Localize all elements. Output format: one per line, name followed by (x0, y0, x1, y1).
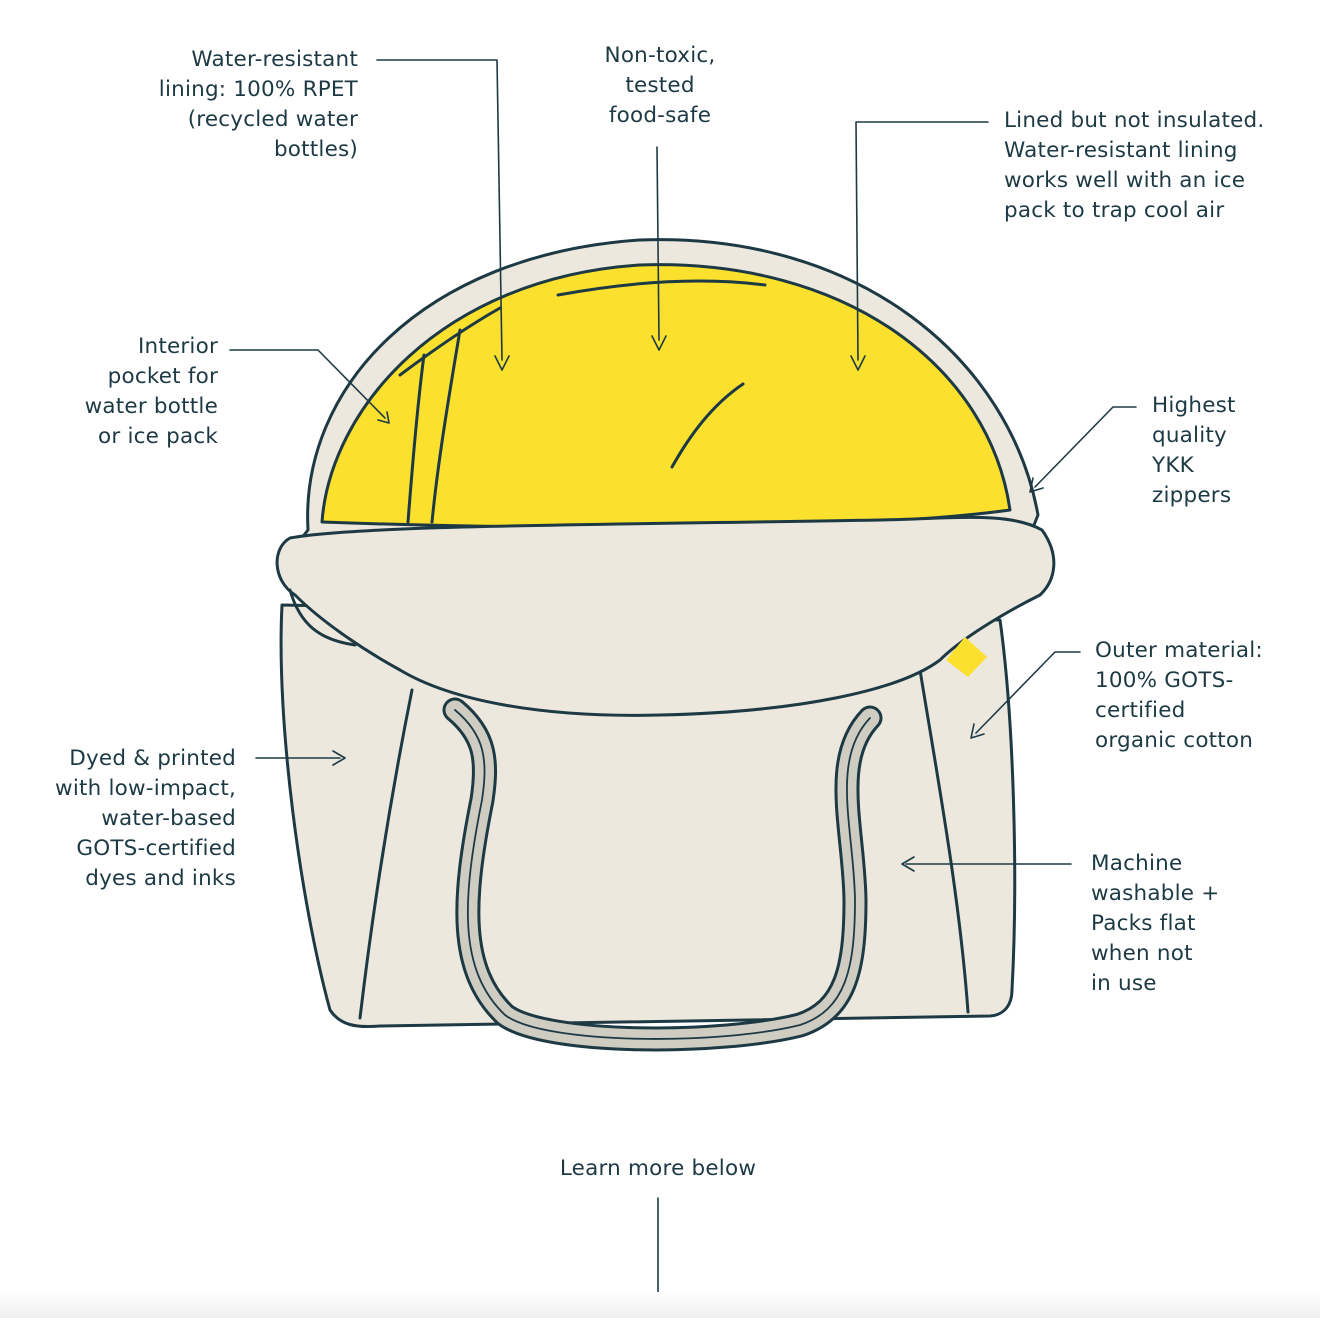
callout-food-safe: Non-toxic, tested food-safe (560, 41, 760, 131)
arrowhead (1029, 477, 1044, 493)
lining-fold-top (556, 279, 767, 297)
strap-group (442, 697, 883, 1052)
leader-lines (229, 59, 1137, 1306)
arrowhead (494, 355, 510, 371)
learn-more-text: Learn more below (559, 1156, 757, 1181)
leader-outer (975, 651, 1081, 734)
callout-line: or ice pack (98, 424, 218, 449)
left-side-seam (358, 688, 414, 1020)
callout-line: Water-resistant (191, 47, 358, 72)
pocket-line-1 (406, 353, 426, 524)
callout-line: 100% GOTS- (1095, 668, 1234, 693)
rolled-cuff (275, 515, 1056, 717)
yellow-lining (320, 263, 1012, 529)
strap-stitch (454, 709, 871, 1040)
callout-line: Lined but not insulated. (1004, 108, 1265, 133)
arrowhead (970, 723, 985, 739)
callout-line: lining: 100% RPET (158, 77, 358, 102)
callout-line: food-safe (608, 103, 712, 128)
arrowhead (901, 856, 915, 872)
yellow-label-tag (946, 637, 987, 677)
callout-line: GOTS-certified (76, 836, 236, 861)
callout-line: Dyed & printed (69, 746, 236, 771)
callout-line: water-based (101, 806, 236, 831)
callout-line: zippers (1152, 483, 1232, 508)
callout-line: with low-impact, (55, 776, 236, 801)
callout-line: in use (1091, 971, 1157, 996)
callout-outer: Outer material: 100% GOTS- certified org… (1095, 636, 1310, 756)
callout-line: YKK (1152, 453, 1194, 478)
leader-lining (376, 59, 503, 361)
leader-pocket (229, 349, 386, 419)
callout-line: bottles) (273, 137, 358, 162)
callout-dyes: Dyed & printed with low-impact, water-ba… (10, 744, 236, 894)
learn-more-link[interactable]: Learn more below (510, 1154, 806, 1184)
arrowhead (332, 750, 346, 766)
arrowhead (850, 355, 866, 371)
callout-washable: Machine washable + Packs flat when not i… (1091, 849, 1251, 999)
callout-line: Interior (137, 334, 218, 359)
callout-zippers: Highest quality YKK zippers (1152, 391, 1292, 511)
cuff-fold-left (288, 588, 357, 647)
leader-food-safe (656, 146, 660, 341)
callout-line: washable + (1091, 881, 1220, 906)
bottom-fade (0, 1292, 1320, 1318)
leader-insulation (855, 121, 989, 361)
callout-line: Machine (1091, 851, 1183, 876)
callout-line: works well with an ice (1004, 168, 1246, 193)
callout-line: pocket for (107, 364, 218, 389)
callout-line: tested (625, 73, 695, 98)
callout-line: water bottle (84, 394, 218, 419)
callout-line: organic cotton (1095, 728, 1254, 753)
pocket-line-2 (430, 328, 462, 524)
callout-line: when not (1091, 941, 1193, 966)
callout-line: certified (1095, 698, 1186, 723)
callout-line: Water-resistant lining (1004, 138, 1238, 163)
right-side-seam (918, 668, 970, 1014)
callout-line: Highest (1152, 393, 1236, 418)
arrowhead (651, 335, 667, 351)
callout-lining: Water-resistant lining: 100% RPET (recyc… (120, 45, 358, 165)
lining-fold-mid (670, 382, 745, 469)
callout-line: dyes and inks (85, 866, 236, 891)
callout-line: Packs flat (1091, 911, 1196, 936)
pocket-line-3 (398, 306, 502, 377)
callout-pocket: Interior pocket for water bottle or ice … (40, 332, 218, 452)
callout-line: (recycled water (187, 107, 358, 132)
callout-line: Non-toxic, (604, 43, 716, 68)
callout-line: pack to trap cool air (1004, 198, 1225, 223)
callout-insulation: Lined but not insulated. Water-resistant… (1004, 106, 1314, 226)
callout-line: quality (1152, 423, 1227, 448)
leader-zippers (1034, 406, 1137, 488)
arrowhead (377, 411, 390, 424)
callout-line: Outer material: (1095, 638, 1263, 663)
